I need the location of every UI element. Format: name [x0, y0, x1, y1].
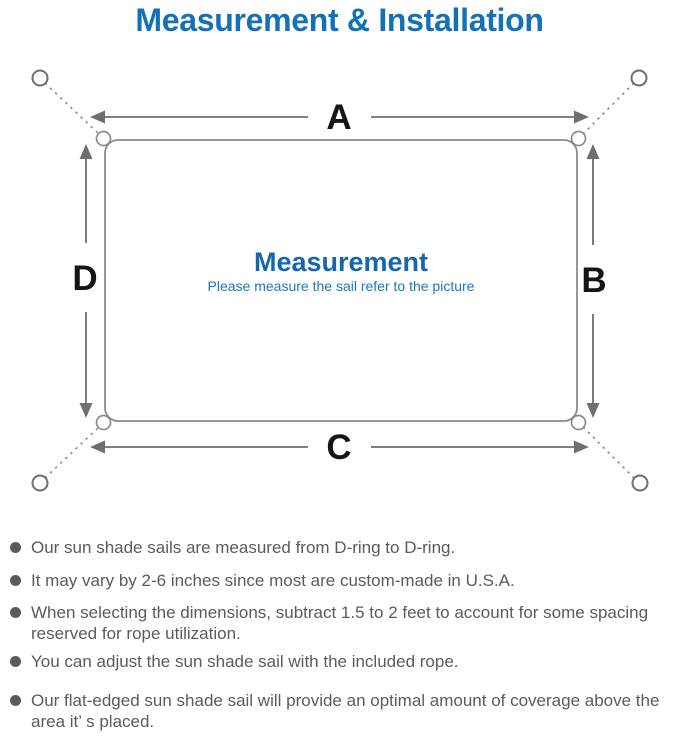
- note-text: When selecting the dimensions, subtract …: [31, 603, 649, 643]
- dim-label-a: A: [326, 98, 351, 137]
- guy-line-top-left: [44, 82, 100, 135]
- d-ring-icon-bottom-right: [570, 414, 587, 431]
- sail-outline: [104, 139, 578, 422]
- anchor-point-icon-bottom-left: [31, 474, 49, 492]
- note-item: Our flat-edged sun shade sail will provi…: [10, 690, 667, 732]
- arrow-up-icon: [586, 144, 600, 159]
- arrow-right-icon: [574, 440, 589, 454]
- arrow-right-icon: [574, 110, 589, 124]
- anchor-point-icon-top-left: [31, 69, 49, 87]
- measurement-diagram: A C D B Measurement Please measure the s…: [31, 69, 649, 492]
- dim-label-d: D: [72, 259, 97, 298]
- dim-label-b: B: [581, 261, 606, 300]
- arrow-up-icon: [79, 144, 93, 159]
- diagram-center-title: Measurement: [254, 247, 428, 277]
- d-ring-icon-top-left: [95, 130, 112, 147]
- note-text: Our flat-edged sun shade sail will provi…: [31, 691, 660, 731]
- arrow-left-icon: [90, 110, 105, 124]
- bullet-icon: [10, 542, 21, 553]
- note-text: It may vary by 2-6 inches since most are…: [31, 571, 515, 590]
- bullet-icon: [10, 695, 21, 706]
- bullet-icon: [10, 607, 21, 618]
- note-item: You can adjust the sun shade sail with t…: [10, 651, 667, 672]
- arrow-down-icon: [79, 403, 93, 418]
- d-ring-icon-top-right: [570, 130, 587, 147]
- note-text: You can adjust the sun shade sail with t…: [31, 652, 459, 671]
- note-text: Our sun shade sails are measured from D-…: [31, 538, 456, 557]
- bullet-icon: [10, 575, 21, 586]
- anchor-point-icon-bottom-right: [631, 474, 649, 492]
- anchor-point-icon-top-right: [630, 69, 648, 87]
- note-item: When selecting the dimensions, subtract …: [10, 602, 667, 644]
- dim-label-c: C: [326, 428, 351, 467]
- note-item: It may vary by 2-6 inches since most are…: [10, 570, 667, 591]
- note-item: Our sun shade sails are measured from D-…: [10, 537, 667, 558]
- guy-line-bottom-right: [582, 426, 636, 480]
- arrow-down-icon: [586, 403, 600, 418]
- diagram-center-subtitle: Please measure the sail refer to the pic…: [208, 278, 475, 294]
- bullet-icon: [10, 656, 21, 667]
- d-ring-icon-bottom-left: [95, 414, 112, 431]
- guy-line-bottom-left: [44, 426, 100, 479]
- arrow-left-icon: [90, 440, 105, 454]
- guy-line-top-right: [582, 82, 635, 135]
- page-title: Measurement & Installation: [135, 2, 544, 38]
